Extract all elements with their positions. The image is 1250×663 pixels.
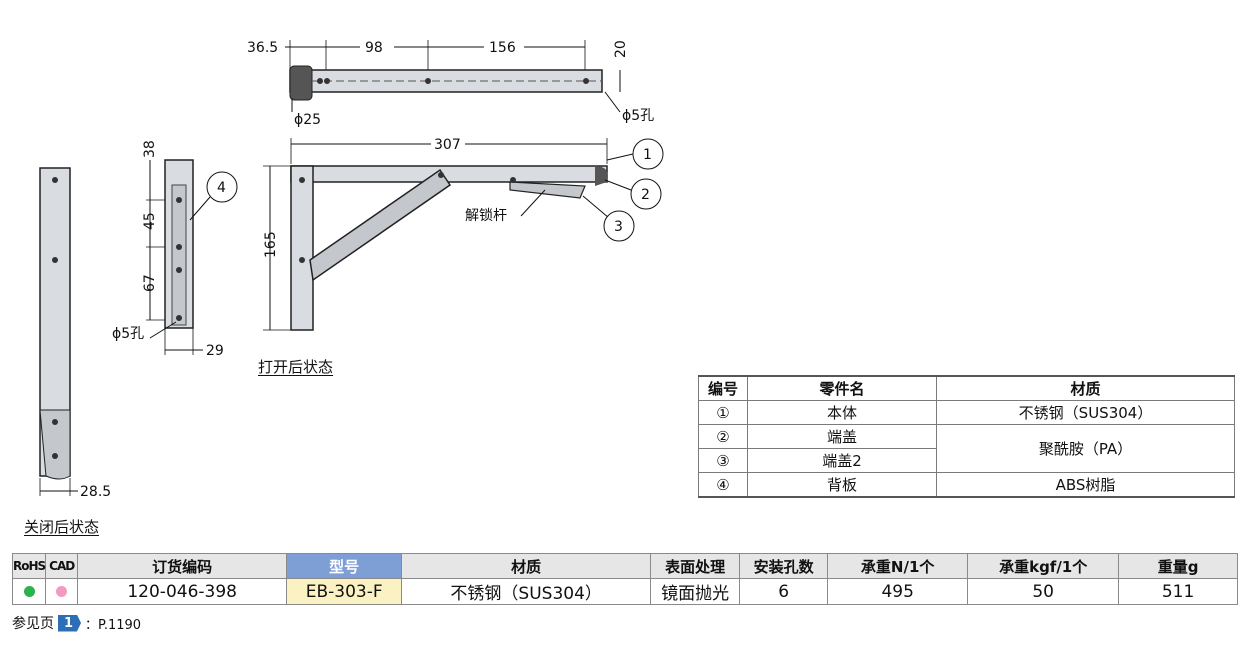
- dim-29: 29: [206, 343, 224, 359]
- part-name: 本体: [747, 400, 937, 425]
- parts-header-material: 材质: [936, 375, 1235, 401]
- table-row: ① 本体 不锈钢（SUS304）: [698, 400, 1235, 425]
- dim-67: 67: [142, 274, 158, 292]
- reference-label: 参见页: [12, 616, 54, 632]
- spec-header-holes: 安装孔数: [739, 553, 829, 579]
- parts-header-name: 零件名: [747, 375, 937, 401]
- part-material: ABS树脂: [936, 472, 1235, 498]
- callout-4: 4: [217, 180, 226, 196]
- part-material: 聚酰胺（PA）: [936, 424, 1235, 473]
- parts-header-no: 编号: [698, 375, 748, 401]
- dim-45: 45: [142, 212, 158, 230]
- spec-table: RoHS CAD 订货编码 型号 材质 表面处理 安装孔数 承重N/1个 承重k…: [11, 553, 1238, 605]
- note-phi25: ϕ25: [294, 112, 321, 128]
- callout-3: 3: [614, 219, 623, 235]
- table-row: ④ 背板 ABS树脂: [698, 472, 1235, 498]
- spec-load-n: 495: [827, 578, 969, 605]
- spec-header-load-kgf: 承重kgf/1个: [967, 553, 1120, 579]
- part-no: ②: [698, 424, 748, 449]
- closed-state-drawing: 28.5: [39, 167, 111, 500]
- parts-table: 编号 零件名 材质 ① 本体 不锈钢（SUS304） ② 端盖 聚酰胺（PA） …: [698, 375, 1235, 498]
- caption-open-state: 打开后状态: [258, 358, 334, 376]
- spec-header-weight: 重量g: [1118, 553, 1238, 579]
- rohs-dot-icon: [23, 586, 35, 597]
- top-view-drawing: 36.5 98 156 20 ϕ25 ϕ5孔: [247, 37, 654, 128]
- part-no: ④: [698, 472, 748, 498]
- label-unlock-lever: 解锁杆: [465, 208, 507, 224]
- rohs-cell: [11, 578, 47, 605]
- spec-weight: 511: [1118, 578, 1238, 605]
- note-phi5-hole-top: ϕ5孔: [622, 108, 654, 124]
- spec-load-kgf: 50: [967, 578, 1120, 605]
- table-row: ③ 端盖2: [698, 448, 1235, 473]
- order-code: 120-046-398: [77, 578, 288, 605]
- reference-badge[interactable]: 1: [58, 614, 82, 632]
- dim-165: 165: [263, 231, 279, 258]
- table-row: 120-046-398 EB-303-F 不锈钢（SUS304） 镜面抛光 6 …: [11, 578, 1238, 605]
- dim-20: 20: [613, 40, 629, 58]
- spec-material: 不锈钢（SUS304）: [401, 578, 652, 605]
- spec-header-model: 型号: [286, 553, 403, 579]
- spec-header-finish: 表面处理: [650, 553, 741, 579]
- spec-table-header: RoHS CAD 订货编码 型号 材质 表面处理 安装孔数 承重N/1个 承重k…: [11, 553, 1238, 579]
- part-name: 背板: [747, 472, 937, 498]
- spec-header-order-code: 订货编码: [77, 553, 288, 579]
- cad-cell[interactable]: [45, 578, 79, 605]
- side-view-drawing: 38 45 67 4 29 ϕ5孔: [112, 140, 238, 359]
- table-row: ② 端盖 聚酰胺（PA）: [698, 424, 1235, 473]
- dim-307: 307: [434, 137, 461, 153]
- note-phi5-hole-side: ϕ5孔: [112, 326, 144, 342]
- part-material: 不锈钢（SUS304）: [936, 400, 1235, 425]
- dim-28-5: 28.5: [80, 484, 111, 500]
- spec-header-cad: CAD: [45, 553, 79, 579]
- reference-line: 参见页 1 ：P.1190: [12, 613, 141, 633]
- dim-38: 38: [142, 140, 158, 158]
- part-no: ③: [698, 448, 748, 473]
- caption-closed-state: 关闭后状态: [24, 518, 100, 536]
- part-no: ①: [698, 400, 748, 425]
- part-name: 端盖2: [747, 448, 937, 473]
- open-state-drawing: 307 165 1 2 3 解锁杆: [263, 135, 664, 331]
- spec-header-rohs: RoHS: [11, 553, 46, 579]
- spec-header-material: 材质: [401, 553, 652, 579]
- spec-header-load-n: 承重N/1个: [827, 553, 969, 579]
- model-number: EB-303-F: [286, 578, 403, 605]
- reference-page[interactable]: ：P.1190: [85, 617, 142, 633]
- parts-table-header: 编号 零件名 材质: [698, 375, 1235, 401]
- callout-1: 1: [643, 147, 652, 163]
- callout-2: 2: [641, 187, 650, 203]
- spec-holes: 6: [739, 578, 829, 605]
- dim-36-5: 36.5: [247, 40, 278, 56]
- dim-156: 156: [489, 40, 516, 56]
- part-name: 端盖: [747, 424, 937, 449]
- cad-dot-icon[interactable]: [56, 586, 68, 597]
- spec-finish: 镜面抛光: [650, 578, 741, 605]
- dim-98: 98: [365, 40, 383, 56]
